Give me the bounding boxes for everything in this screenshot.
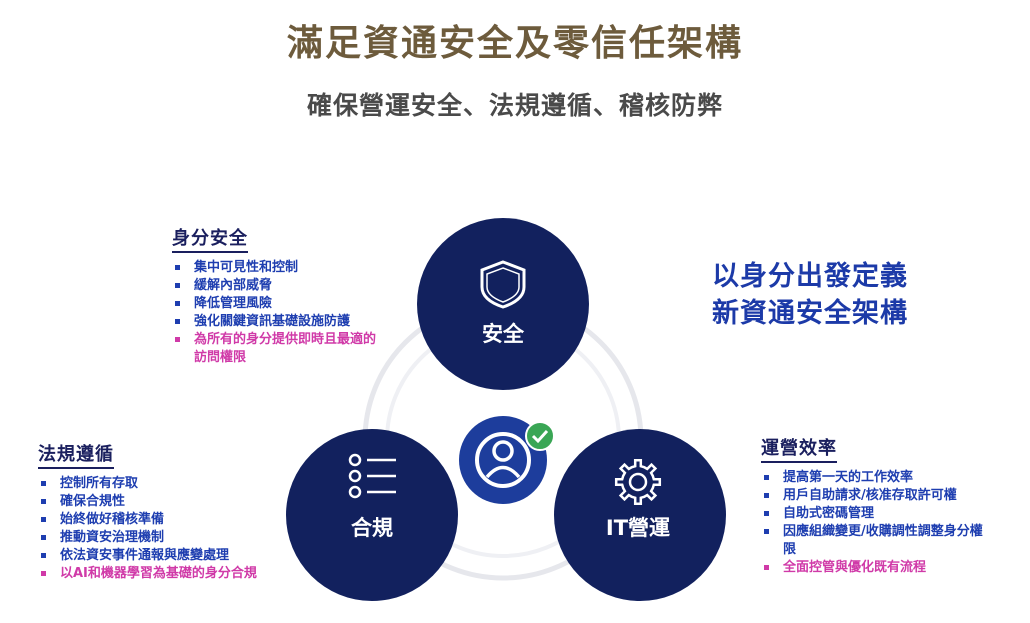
operations-title: 運營效率 — [761, 434, 837, 463]
security-label: 安全 — [482, 322, 524, 346]
list-item: 提高第一天的工作效率 — [761, 469, 1006, 487]
security-circle — [417, 218, 589, 390]
compliance-title: 法規遵循 — [38, 440, 114, 469]
list-item-highlight: 以AI和機器學習為基礎的身分合規 — [38, 565, 308, 583]
identity-security-list: 集中可見性和控制 緩解內部威脅 降低管理風險 強化關鍵資訊基礎設施防護 為所有的… — [172, 259, 397, 367]
tagline-line-2: 新資通安全架構 — [712, 298, 908, 329]
list-item: 因應組織變更/收購調性調整身分權限 — [761, 523, 995, 559]
compliance-circle — [286, 429, 458, 601]
list-item: 緩解內部威脅 — [172, 277, 397, 295]
user-check-icon — [475, 421, 555, 488]
identity-security-title: 身分安全 — [172, 224, 248, 253]
list-icon — [348, 453, 396, 499]
it-ops-circle — [554, 429, 726, 601]
compliance-label: 合規 — [351, 516, 393, 540]
tagline-line-1: 以身分出發定義 — [712, 261, 908, 292]
compliance-list: 控制所有存取 確保合規性 始終做好稽核準備 推動資安治理機制 依法資安事件通報與… — [38, 475, 308, 583]
list-item: 用戶自助請求/核准存取許可權 — [761, 487, 1006, 505]
list-item: 集中可見性和控制 — [172, 259, 397, 277]
tagline: 以身分出發定義 新資通安全架構 — [680, 258, 940, 332]
list-item: 依法資安事件通報與應變處理 — [38, 547, 308, 565]
list-item: 始終做好稽核準備 — [38, 511, 308, 529]
operations-list: 提高第一天的工作效率 用戶自助請求/核准存取許可權 自助式密碼管理 因應組織變更… — [761, 469, 1006, 577]
list-item: 強化關鍵資訊基礎設施防護 — [172, 313, 397, 331]
identity-security-block: 身分安全 集中可見性和控制 緩解內部威脅 降低管理風險 強化關鍵資訊基礎設施防護… — [172, 224, 397, 367]
shield-icon — [480, 260, 526, 309]
page-subtitle: 確保營運安全、法規遵循、稽核防弊 — [306, 91, 723, 120]
list-item: 自助式密碼管理 — [761, 505, 1006, 523]
page-title: 滿足資通安全及零信任架構 — [286, 23, 743, 64]
list-item-highlight: 為所有的身分提供即時且最適的訪問權限 — [172, 331, 376, 367]
operations-block: 運營效率 提高第一天的工作效率 用戶自助請求/核准存取許可權 自助式密碼管理 因… — [761, 434, 1006, 577]
list-item: 控制所有存取 — [38, 475, 308, 493]
list-item: 降低管理風險 — [172, 295, 397, 313]
gear-icon — [614, 458, 662, 506]
it-ops-label: IT營運 — [605, 516, 671, 540]
compliance-block: 法規遵循 控制所有存取 確保合規性 始終做好稽核準備 推動資安治理機制 依法資安… — [38, 440, 308, 583]
list-item: 確保合規性 — [38, 493, 308, 511]
list-item: 推動資安治理機制 — [38, 529, 308, 547]
list-item-highlight: 全面控管與優化既有流程 — [761, 559, 1006, 577]
